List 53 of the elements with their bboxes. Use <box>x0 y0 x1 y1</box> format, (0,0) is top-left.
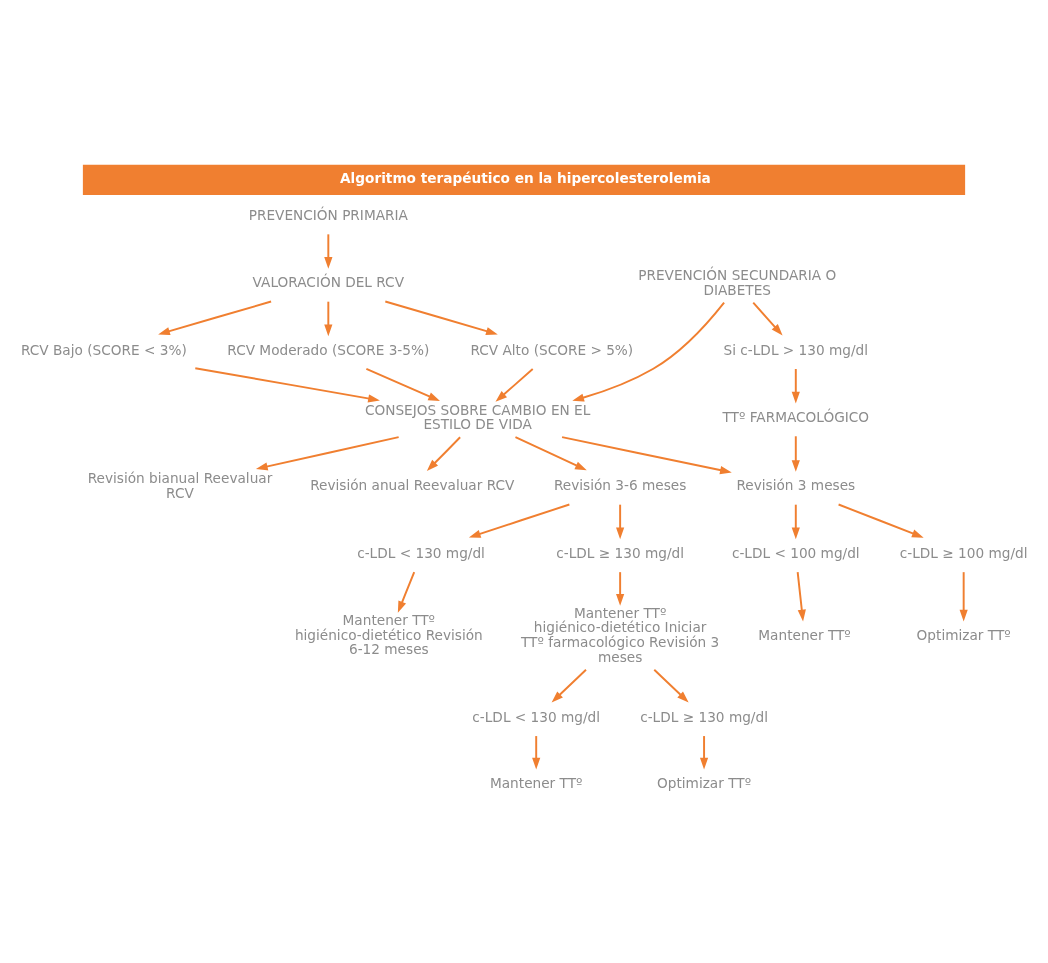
node-text: c-LDL < 100 mg/dl <box>731 544 860 561</box>
node-text: Optimizar TTº <box>916 626 1011 643</box>
arrow <box>616 571 625 606</box>
arrow <box>397 571 416 613</box>
node-text: Mantener TTº higiénico-dietético Revisión 6-12 meses <box>294 612 483 658</box>
arrow <box>365 367 440 402</box>
arrow <box>572 301 726 402</box>
arrow <box>796 571 806 622</box>
arrow <box>255 436 400 471</box>
arrow <box>837 503 924 538</box>
arrow <box>561 436 732 475</box>
arrow <box>791 435 800 472</box>
arrow <box>653 668 689 703</box>
arrow <box>616 503 625 540</box>
arrow <box>514 436 587 471</box>
node-text: c-LDL < 130 mg/dl <box>472 708 601 725</box>
node-text: Optimizar TTº <box>657 775 752 792</box>
node-text: c-LDL ≥ 100 mg/dl <box>899 544 1028 561</box>
arrow <box>324 300 333 337</box>
node-text: Revisión 3-6 meses <box>553 477 687 494</box>
arrow <box>699 735 709 770</box>
arrow <box>791 368 800 404</box>
node-text: PREVENCIÓN SECUNDARIA O DIABETES <box>638 267 837 298</box>
arrow <box>158 300 273 336</box>
node-text: c-LDL ≥ 130 mg/dl <box>640 708 768 725</box>
node-text: Si c-LDL > 130 mg/dl <box>723 341 869 358</box>
arrow <box>551 668 587 703</box>
node-text: Revisión bianual Reevaluar RCV <box>87 470 273 501</box>
arrow <box>959 571 968 622</box>
node-text: PREVENCIÓN PRIMARIA <box>248 207 408 224</box>
arrow <box>468 503 571 538</box>
node-text: RCV Moderado (SCORE 3-5%) <box>227 341 430 358</box>
arrow <box>495 368 534 402</box>
node-text: c-LDL ≥ 130 mg/dl <box>556 544 684 561</box>
node-text: RCV Bajo (SCORE < 3%) <box>20 341 187 358</box>
arrow <box>532 735 541 770</box>
node-text: Mantener TTº higiénico-dietético Iniciar TTº farmacológico Revisión 3 meses <box>521 604 720 665</box>
arrow <box>194 367 380 403</box>
node-text: c-LDL < 130 mg/dl <box>357 544 485 561</box>
node-text: Revisión 3 meses <box>736 477 856 494</box>
arrow <box>384 300 498 336</box>
arrow <box>324 233 333 269</box>
node-text: VALORACIÓN DEL RCV <box>252 274 405 291</box>
node-text: CONSEJOS SOBRE CAMBIO EN EL ESTILO DE VIDA <box>364 401 591 433</box>
node-text: Revisión anual Reevaluar RCV <box>310 477 515 494</box>
diagram-title: Algoritmo terapéutico en la hipercolesterolemia <box>340 170 711 187</box>
node-text: Mantener TTº <box>489 775 583 792</box>
arrow <box>752 301 783 336</box>
node-text: Mantener TTº <box>758 626 851 643</box>
node-text: TTº FARMACOLÓGICO <box>722 409 870 426</box>
arrow <box>791 503 800 540</box>
arrow <box>426 436 462 472</box>
node-text: RCV Alto (SCORE > 5%) <box>470 341 634 358</box>
